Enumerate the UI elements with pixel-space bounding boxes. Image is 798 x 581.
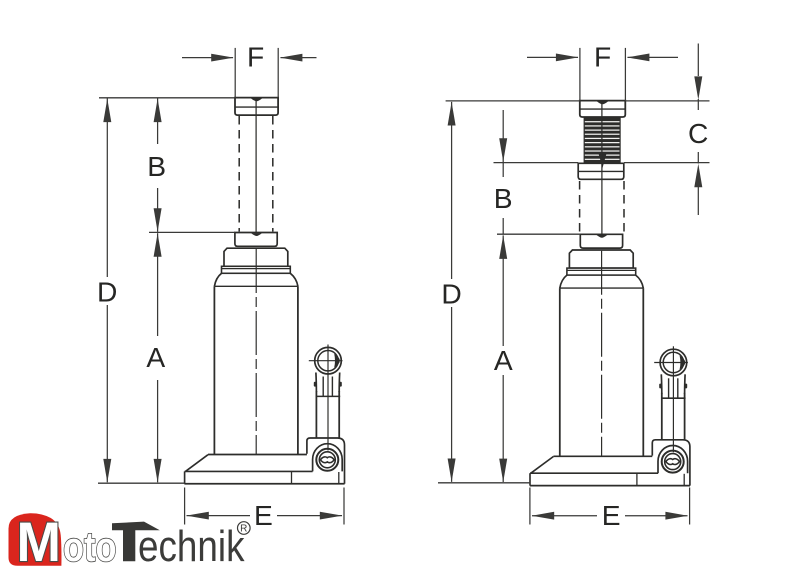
svg-text:C: C bbox=[688, 117, 708, 149]
svg-text:F: F bbox=[594, 41, 611, 73]
svg-text:D: D bbox=[441, 277, 461, 309]
svg-text:A: A bbox=[146, 341, 165, 373]
svg-text:R: R bbox=[240, 524, 247, 535]
svg-text:E: E bbox=[254, 499, 273, 531]
svg-text:E: E bbox=[602, 499, 621, 531]
svg-text:A: A bbox=[494, 344, 513, 376]
svg-text:oto: oto bbox=[63, 523, 117, 570]
svg-text:B: B bbox=[494, 182, 513, 214]
svg-text:echnik: echnik bbox=[138, 523, 245, 571]
svg-text:B: B bbox=[147, 150, 166, 182]
svg-text:F: F bbox=[247, 41, 264, 73]
svg-text:D: D bbox=[97, 275, 117, 307]
svg-text:M: M bbox=[17, 510, 62, 573]
